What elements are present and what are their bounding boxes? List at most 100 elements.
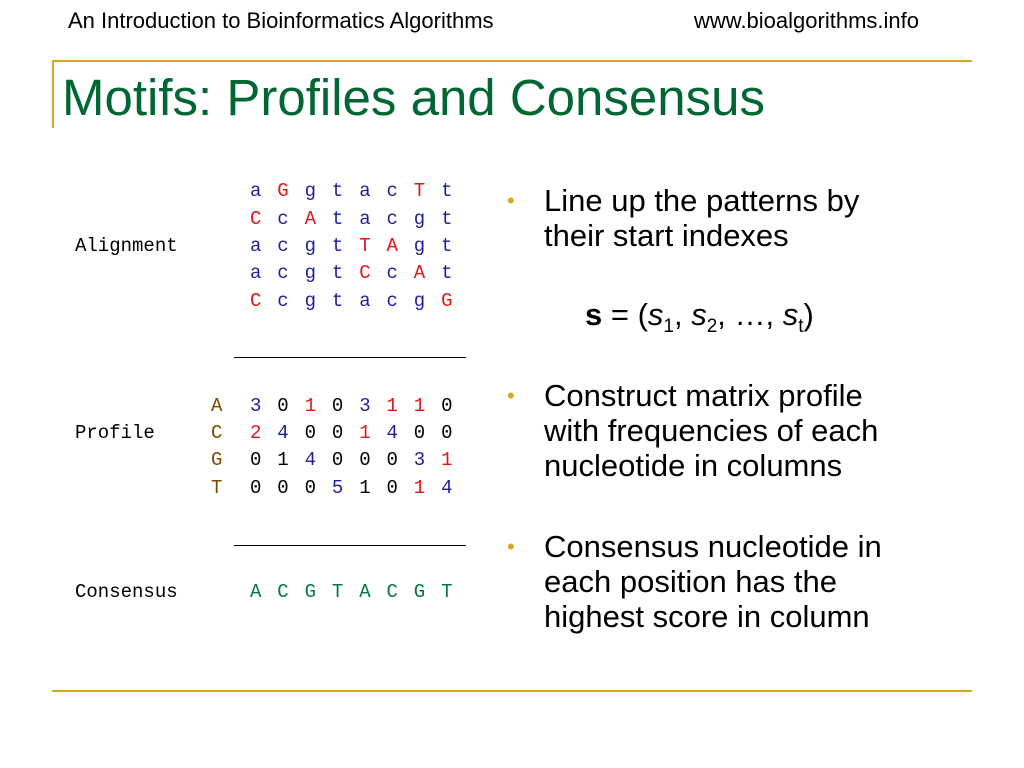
header-course-title: An Introduction to Bioinformatics Algori… xyxy=(68,8,494,33)
seq-char: G xyxy=(413,581,426,603)
seq-char: G xyxy=(441,290,453,312)
bullet-line: with frequencies of each xyxy=(544,413,879,448)
bullet-line: their start indexes xyxy=(544,218,789,253)
seq-char: g xyxy=(304,235,316,257)
seq-char: 3 xyxy=(250,395,262,417)
seq-char: a xyxy=(359,290,371,312)
seq-char: c xyxy=(386,180,398,202)
seq-char: 1 xyxy=(386,395,398,417)
bullet-line: highest score in column xyxy=(544,599,870,634)
seq-char: g xyxy=(413,208,426,230)
separator-line xyxy=(234,357,466,358)
seq-char: a xyxy=(359,180,371,202)
header-website: www.bioalgorithms.info xyxy=(694,8,919,33)
seq-char: t xyxy=(441,235,453,257)
seq-char: c xyxy=(277,290,289,312)
bullet-line: nucleotide in columns xyxy=(544,448,843,483)
seq-char: 2 xyxy=(250,422,262,444)
seq-char: T xyxy=(331,581,344,603)
seq-char: t xyxy=(441,208,453,230)
seq-char: c xyxy=(277,262,289,284)
seq-char: G xyxy=(304,581,316,603)
seq-char: C xyxy=(250,208,262,230)
seq-char: 0 xyxy=(386,449,398,471)
seq-char: 1 xyxy=(304,395,316,417)
formula-s1: s xyxy=(647,297,664,332)
seq-char: G xyxy=(277,180,289,202)
seq-char: a xyxy=(359,208,371,230)
seq-char: 0 xyxy=(331,422,344,444)
seq-char: 1 xyxy=(413,477,426,499)
seq-char: 1 xyxy=(441,449,453,471)
formula-subt: t xyxy=(798,316,804,338)
seq-char: T xyxy=(359,235,371,257)
seq-char: 0 xyxy=(304,422,316,444)
seq-char: 4 xyxy=(304,449,316,471)
seq-char: g xyxy=(413,290,426,312)
bullet-dot-icon: • xyxy=(507,534,515,559)
seq-char: 0 xyxy=(386,477,398,499)
seq-char: c xyxy=(277,208,289,230)
seq-char: c xyxy=(386,208,398,230)
formula-sub2: 2 xyxy=(706,316,718,338)
seq-char: t xyxy=(331,180,344,202)
seq-char: 4 xyxy=(386,422,398,444)
seq-char: c xyxy=(277,235,289,257)
slide-title: Motifs: Profiles and Consensus xyxy=(62,69,765,126)
seq-char: A xyxy=(304,208,316,230)
formula-sep: , xyxy=(673,297,692,332)
seq-char: T xyxy=(413,180,426,202)
seq-char: 0 xyxy=(413,422,426,444)
seq-char: 5 xyxy=(331,477,344,499)
bullet-1-text: Line up the patterns by their start inde… xyxy=(544,183,859,253)
seq-char: a xyxy=(250,235,262,257)
seq-char: A xyxy=(250,581,262,603)
formula-sub1: 1 xyxy=(663,316,674,338)
top-rule xyxy=(52,60,972,62)
seq-char: a xyxy=(250,262,262,284)
separator-line xyxy=(234,545,466,546)
seq-char: c xyxy=(386,262,398,284)
seq-char: 0 xyxy=(277,477,289,499)
seq-char: 1 xyxy=(359,422,371,444)
seq-char: t xyxy=(441,262,453,284)
bullet-dot-icon: • xyxy=(507,383,515,408)
seq-char: 0 xyxy=(304,477,316,499)
bullet-3-text: Consensus nucleotide in each position ha… xyxy=(544,529,882,634)
seq-char: t xyxy=(331,235,344,257)
profile-label: Profile xyxy=(75,422,155,444)
formula-st: s xyxy=(782,297,799,332)
seq-char: T xyxy=(441,581,453,603)
seq-char: 1 xyxy=(277,449,289,471)
bullet-line: Line up the patterns by xyxy=(544,183,860,218)
seq-char: a xyxy=(250,180,262,202)
seq-char: C xyxy=(250,290,262,312)
profile-row-letter: T xyxy=(211,477,223,499)
seq-char: C xyxy=(277,581,289,603)
seq-char: 1 xyxy=(359,477,371,499)
seq-char: 3 xyxy=(359,395,371,417)
bullet-line: Consensus nucleotide in xyxy=(544,529,882,564)
seq-char: C xyxy=(386,581,398,603)
seq-char: A xyxy=(413,262,426,284)
consensus-label: Consensus xyxy=(75,581,178,603)
profile-row-letter: A xyxy=(211,395,223,417)
seq-char: 0 xyxy=(359,449,371,471)
seq-char: g xyxy=(304,290,316,312)
seq-char: 0 xyxy=(441,422,453,444)
left-rule xyxy=(52,60,54,128)
bullet-line: each position has the xyxy=(544,564,837,599)
seq-char: c xyxy=(386,290,398,312)
seq-char: A xyxy=(386,235,398,257)
seq-char: 3 xyxy=(413,449,426,471)
seq-char: 0 xyxy=(441,395,453,417)
seq-char: 0 xyxy=(277,395,289,417)
